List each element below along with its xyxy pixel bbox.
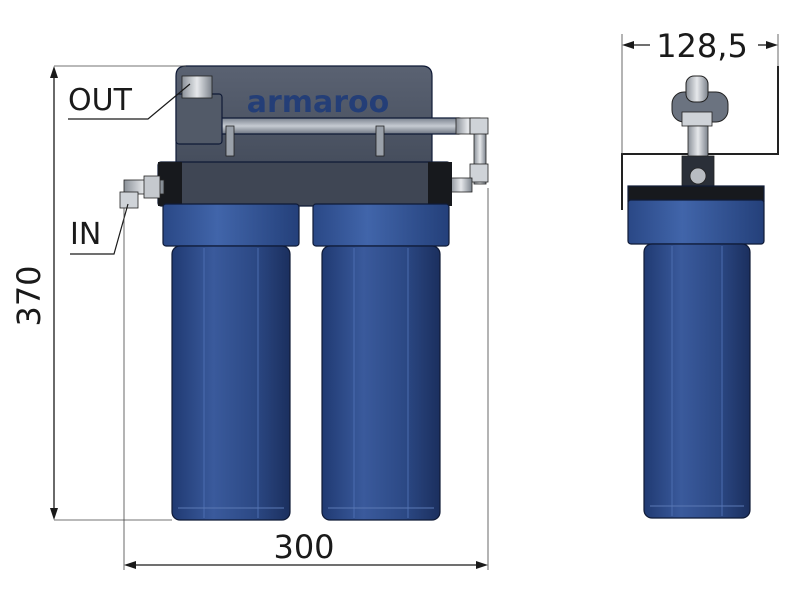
outlet-leader: [68, 83, 191, 120]
height-dimension: 370: [10, 65, 186, 521]
width-dimension: 300: [123, 188, 489, 570]
side-filter-housing: [643, 243, 751, 519]
inlet-label: IN: [70, 217, 101, 252]
side-view: 128,5: [621, 27, 779, 519]
outlet-block: [175, 93, 223, 145]
outlet-label: OUT: [68, 83, 133, 118]
filter-housing-left: [162, 203, 300, 521]
filter-head: [157, 161, 451, 207]
inlet-leader: [70, 203, 129, 255]
filter-housing-right: [312, 203, 450, 521]
brand-logo: armaroo: [247, 85, 390, 120]
height-value: 370: [10, 265, 48, 326]
depth-value: 128,5: [656, 27, 748, 65]
outlet-fitting: [181, 75, 213, 99]
width-value: 300: [273, 528, 334, 566]
side-housing-cap: [627, 199, 765, 245]
front-view: armaroo: [10, 65, 489, 570]
top-pipe: [207, 117, 463, 135]
depth-dimension: 128,5: [621, 27, 779, 154]
